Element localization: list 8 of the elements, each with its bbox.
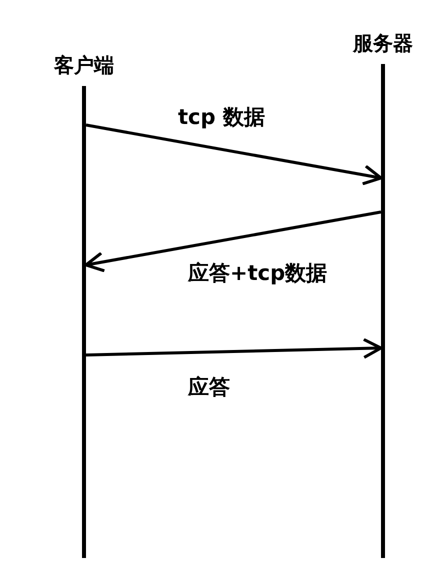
message-arrow [86, 124, 382, 186]
message-arrow [84, 210, 382, 272]
message-label: tcp 数据 [176, 104, 267, 130]
message-arrow [86, 338, 382, 359]
participant-name: 客户端 [53, 52, 115, 78]
message-label: 应答 [186, 374, 232, 400]
message-label: 应答+tcp数据 [186, 260, 330, 286]
participant-name: 服务器 [352, 30, 414, 56]
